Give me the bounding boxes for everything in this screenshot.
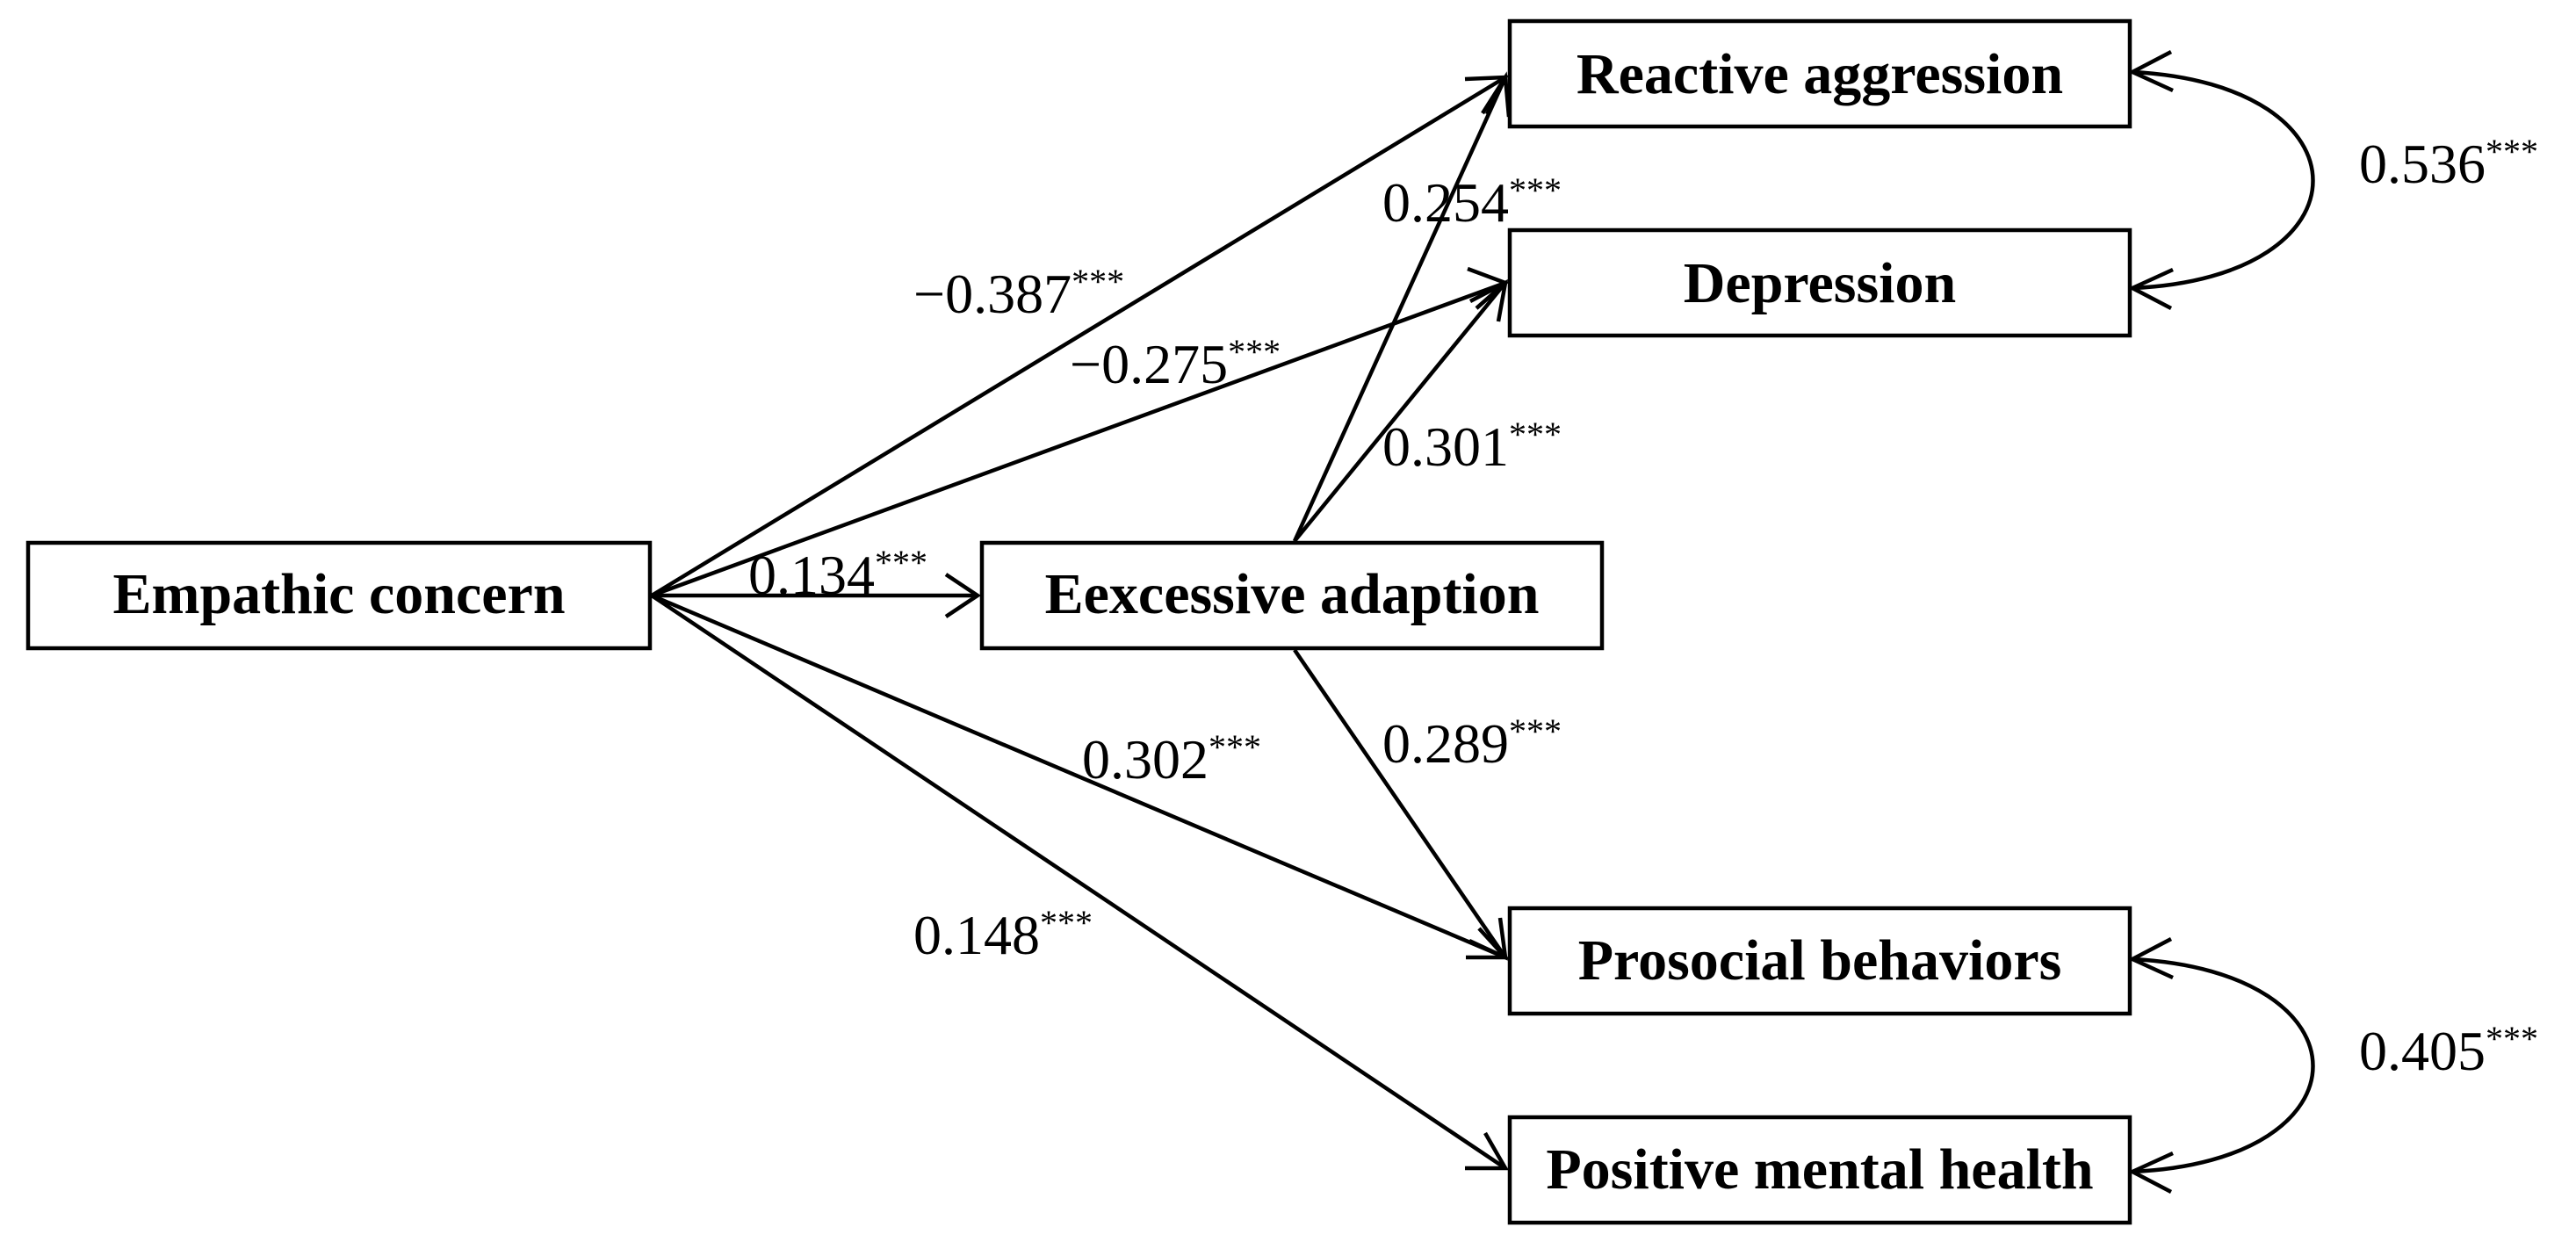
node-prosocial-behaviors-label: Prosocial behaviors (1578, 928, 2062, 993)
node-excessive-adaption-label: Eexcessive adaption (1045, 562, 1540, 626)
path-empathic-to-positive (650, 594, 1509, 1171)
node-reactive-aggression: Reactive aggression (1507, 18, 2132, 129)
coef-reactive-depression-correlation: 0.536*** (2359, 132, 2538, 195)
coef-empathic-excessive: 0.134*** (748, 543, 927, 606)
coef-empathic-positive: 0.148*** (913, 903, 1093, 966)
node-positive-mental-health-label: Positive mental health (1546, 1137, 2093, 1202)
coef-empathic-prosocial: 0.302*** (1082, 727, 1261, 791)
node-excessive-adaption: Eexcessive adaption (979, 540, 1605, 651)
coef-excessive-depression: 0.301*** (1382, 415, 1562, 478)
path-excessive-to-prosocial (1293, 648, 1508, 961)
node-reactive-aggression-label: Reactive aggression (1577, 42, 2063, 106)
coef-excessive-reactive: 0.254*** (1382, 170, 1562, 234)
node-empathic-concern: Empathic concern (25, 540, 653, 651)
node-positive-mental-health: Positive mental health (1507, 1115, 2132, 1225)
coef-empathic-reactive: −0.387*** (913, 262, 1124, 325)
coef-excessive-prosocial: 0.289*** (1382, 711, 1562, 775)
correlation-prosocial-positive (2127, 937, 2315, 1194)
coef-empathic-depression: −0.275*** (1070, 332, 1281, 395)
path-excessive-to-reactive (1292, 71, 1512, 542)
node-prosocial-behaviors: Prosocial behaviors (1507, 906, 2132, 1016)
path-excessive-to-depression (1293, 278, 1509, 543)
node-empathic-concern-label: Empathic concern (112, 562, 565, 626)
coef-prosocial-positive-correlation: 0.405*** (2359, 1019, 2538, 1082)
correlation-reactive-depression (2127, 50, 2315, 310)
node-depression: Depression (1507, 227, 2132, 338)
node-depression-label: Depression (1684, 251, 1956, 315)
path-empathic-to-excessive (652, 573, 982, 618)
